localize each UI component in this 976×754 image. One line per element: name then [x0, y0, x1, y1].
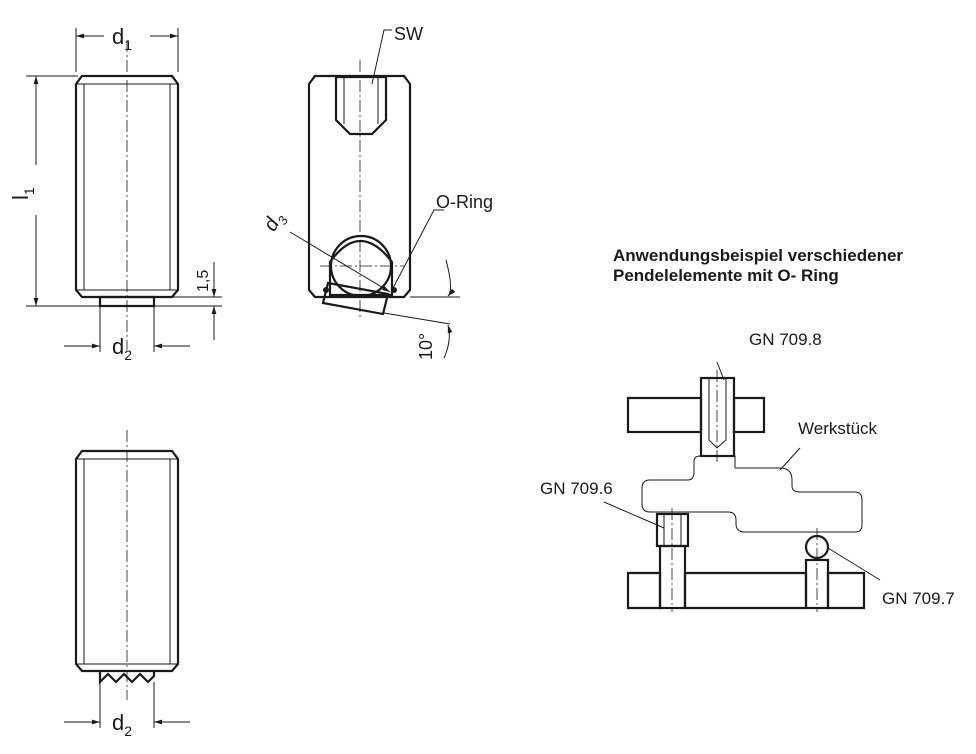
- top-plate-right: [732, 396, 766, 434]
- werkstueck-label: Werkstück: [798, 419, 878, 438]
- o-ring-label: O-Ring: [436, 192, 493, 212]
- l1-label: l1: [8, 187, 37, 200]
- pin-body-bottom: [74, 449, 180, 673]
- hex-socket: [334, 75, 388, 136]
- gn-709-6-label: GN 709.6: [540, 479, 613, 498]
- pin-section-view: SW d3 O-Ring 10°: [259, 24, 493, 360]
- base-plate: [626, 571, 662, 610]
- d2-top-label: d2: [112, 334, 132, 363]
- gn-709-8-label: GN 709.8: [749, 330, 822, 349]
- workpiece: [641, 455, 863, 533]
- section-body: [307, 74, 412, 299]
- d2-bottom-label: d2: [112, 710, 132, 739]
- pin-view-top: d1 l1 1,5 d2: [8, 24, 222, 363]
- dim-1-5-label: 1,5: [195, 270, 212, 292]
- gn-709-7-label: GN 709.7: [882, 589, 955, 608]
- d3-label: d3: [259, 207, 291, 237]
- application-example: Anwendungsbeispiel verschiedener Pendele…: [540, 246, 955, 612]
- angle-10-label: 10°: [416, 333, 436, 360]
- section-foot: [321, 281, 390, 316]
- gn-709-8-pin: [699, 376, 736, 458]
- application-title-line2: Pendelelemente mit O- Ring: [613, 266, 839, 285]
- sw-label: SW: [394, 24, 423, 44]
- pin-view-bottom: d2: [64, 430, 190, 739]
- d1-label: d1: [112, 24, 132, 53]
- top-plate-left: [626, 396, 703, 434]
- application-title-line1: Anwendungsbeispiel verschiedener: [613, 246, 903, 265]
- gn-709-6-pin: [658, 544, 687, 610]
- serrated-foot: [98, 671, 156, 685]
- pin-foot-top: [98, 295, 156, 308]
